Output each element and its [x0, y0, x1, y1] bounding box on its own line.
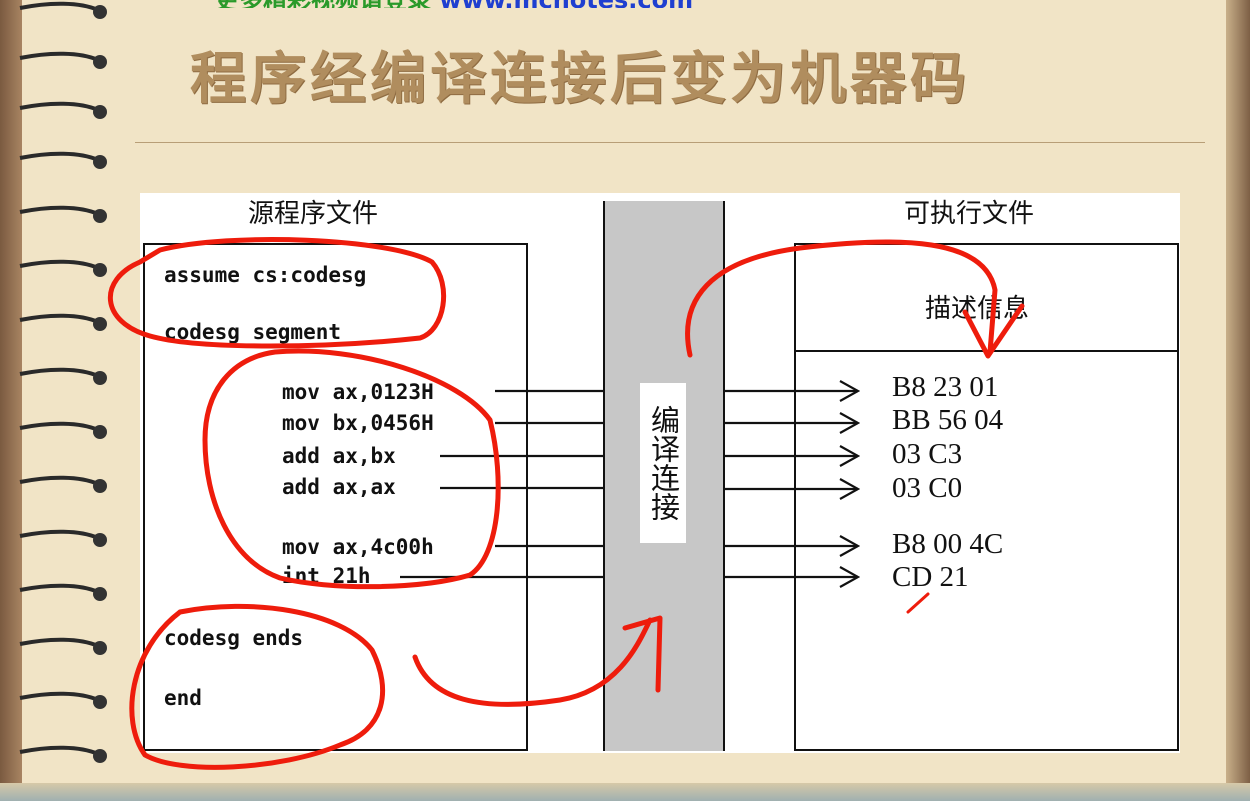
source-line: add ax,ax — [282, 475, 396, 499]
spiral-ring — [19, 51, 107, 69]
banner-text-green: 更多精彩视频请登录 — [215, 0, 431, 8]
title-divider — [135, 142, 1205, 143]
annotation-arrow-head-bottom — [622, 615, 663, 693]
slide-title: 程序经编译连接后变为机器码 — [190, 47, 970, 112]
page-bottom-edge — [0, 783, 1250, 801]
spiral-ring — [19, 259, 107, 277]
compile-link-label: 编译连接 — [640, 383, 686, 543]
machine-code-line: 03 C3 — [892, 438, 963, 470]
compile-link-diagram: 源程序文件 可执行文件 编译连接 描述信息 assume cs:codesg c… — [140, 193, 1180, 753]
source-file-box — [143, 243, 528, 751]
arrows-layer — [400, 193, 1180, 753]
spiral-ring — [19, 529, 107, 547]
annotation-pen-cursor — [906, 592, 930, 614]
source-line: add ax,bx — [282, 444, 396, 468]
spiral-ring — [19, 205, 107, 223]
spiral-ring — [19, 421, 107, 439]
machine-code-line: 03 C0 — [892, 472, 963, 504]
spiral-binding — [19, 1, 107, 763]
source-line: mov ax,0123H — [282, 380, 434, 404]
spiral-ring — [19, 745, 107, 763]
annotation-circle-header — [108, 237, 447, 349]
spiral-ring — [19, 1, 107, 19]
annotation-circle-body — [202, 348, 501, 590]
machine-code-line: B8 00 4C — [892, 528, 1004, 560]
source-line: end — [164, 686, 202, 710]
annotation-arrow-head-top — [962, 303, 1025, 359]
source-line: codesg ends — [164, 626, 304, 650]
spiral-ring — [19, 637, 107, 655]
machine-code-line: B8 23 01 — [892, 371, 999, 403]
annotation-arrow-curve-top — [685, 239, 998, 358]
annotation-arrow-curve-bottom — [412, 617, 653, 707]
source-file-heading: 源程序文件 — [248, 199, 379, 229]
executable-file-heading: 可执行文件 — [904, 199, 1035, 229]
spiral-ring — [19, 691, 107, 709]
source-line: mov ax,4c00h — [282, 535, 434, 559]
notebook-binding — [0, 0, 22, 801]
spiral-ring — [19, 583, 107, 601]
annotation-circle-end — [129, 603, 386, 770]
machine-code-line: BB 56 04 — [892, 404, 1004, 436]
source-line: mov bx,0456H — [282, 411, 434, 435]
spiral-ring — [19, 475, 107, 493]
spiral-ring — [19, 313, 107, 331]
spiral-ring — [19, 367, 107, 385]
banner-text-blue: www.mcnotes.com — [439, 0, 693, 8]
machine-code-line: CD 21 — [892, 561, 969, 593]
top-banner: 更多精彩视频请登录 www.mcnotes.com — [215, 0, 1035, 8]
spiral-ring — [19, 151, 107, 169]
page-edge — [1226, 0, 1250, 801]
source-line: assume cs:codesg — [164, 263, 367, 287]
spiral-ring — [19, 101, 107, 119]
